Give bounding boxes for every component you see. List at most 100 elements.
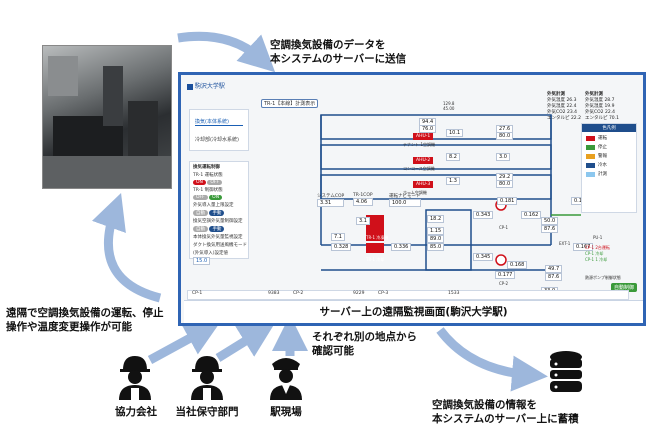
ahu-3-flow: 1.3 [446, 177, 460, 185]
outdoor-temp: 129.8 [443, 101, 455, 106]
pump-value-2: 87.6 [541, 225, 559, 233]
arrow-to-server [177, 31, 276, 73]
cp-status-line: CP-1 2台運転 [585, 245, 610, 250]
chiller-cooling-unit[interactable] [366, 243, 384, 253]
legend-item: 警報 [586, 153, 632, 159]
panel-label: 外気CO2 [585, 110, 604, 115]
manual-button[interactable]: 手動 [209, 210, 225, 216]
panel-label: 外気温度 [547, 98, 565, 103]
ahu-3-button[interactable]: AHU-3 [413, 181, 434, 188]
off-button[interactable]: OFF [193, 195, 208, 200]
tr-value-d: 1.15 [427, 227, 445, 235]
caption-middle-line-1: それぞれ別の地点から [312, 331, 417, 343]
panel-title: 外気計測 [547, 92, 565, 97]
manual-button[interactable]: 手動 [209, 226, 225, 232]
stat-value: 3.31 [317, 199, 345, 207]
station-name: 駒沢大学駅 [194, 83, 225, 90]
cp-status-line: CP-1 冷却 [585, 251, 604, 256]
ahu-2-flow: 8.2 [446, 153, 460, 161]
stat-label: システムCOP [317, 194, 345, 199]
ahu-1-label: テナント-1空調機 [403, 142, 435, 147]
tr-value-e: 89.0 [427, 235, 445, 243]
panel-value: 22.4 [605, 110, 616, 115]
cp1-label: CP-1 [499, 225, 509, 230]
chiller-label: TR-1 冷凍機 [366, 235, 389, 240]
arrow-actor-2 [215, 322, 276, 362]
status-label: CP-3 [378, 291, 389, 296]
caption-bottom-right: 空調換気設備の情報を 本システムのサーバー上に蓄積 [432, 398, 579, 426]
worker-icon [119, 356, 151, 400]
equipment-photo [42, 45, 172, 189]
caption-middle-line-2: 確認可能 [312, 345, 354, 357]
worker-icon [191, 356, 223, 400]
stat-label: 運転ナビモード [389, 194, 421, 199]
on-button[interactable]: ON [209, 195, 223, 200]
pu-label: PU-1 [593, 235, 603, 240]
chiller-unit[interactable] [366, 215, 384, 241]
arrow-actor-1 [147, 321, 221, 364]
auto-button[interactable]: 自動 [193, 226, 208, 232]
caption-left-line-2: 操作や温度変更操作が可能 [6, 321, 132, 333]
actor-label: 協力会社 [115, 406, 157, 418]
ahu-1-button[interactable]: AHU-1 [413, 133, 434, 140]
ahu-2-button[interactable]: AHU-2 [413, 157, 434, 164]
chiller-cooling-label: TR-1 冷却 [366, 257, 385, 262]
tab-tr1[interactable]: TR-1【本線】計測表示 [261, 99, 319, 108]
control-item: 外気導入量上限設定 [193, 203, 234, 208]
ahu-1-value-b: 76.0 [419, 125, 437, 133]
panel-value: 19.9 [604, 104, 615, 109]
pump-icon[interactable] [495, 254, 507, 266]
off-button[interactable]: OFF [207, 180, 223, 185]
caption-left-line-1: 遠隔で空調換気設備の運転、停止 [6, 307, 164, 319]
tr-value-j: 49.7 [545, 265, 563, 273]
legend-swatch [586, 153, 595, 159]
legend-item: 停止 [586, 144, 632, 150]
tr-value-h: 0.168 [507, 261, 528, 269]
cp2-label: CP-2 [499, 281, 509, 286]
legend-swatch [586, 162, 595, 168]
legend-label: 計測 [598, 172, 607, 177]
heat-in-value: 3.1 [356, 217, 370, 225]
caption-left: 遠隔で空調換気設備の運転、停止 操作や温度変更操作が可能 [6, 306, 164, 334]
control-panel: 換気運転制御 TR-1 運転状態 ON OFF TR-1 制御状態 OFF ON… [189, 161, 249, 265]
legend-swatch [586, 171, 595, 177]
setpoint-value[interactable]: 15.0 [193, 257, 211, 265]
caption-middle: それぞれ別の地点から 確認可能 [312, 330, 417, 358]
actor-label: 駅現場 [270, 406, 302, 418]
stat-navi-mode: 運転ナビモード 100.0 [389, 193, 421, 207]
on-button[interactable]: ON [193, 180, 206, 185]
pressure-1: 0.181 [497, 197, 518, 205]
legend-item: 冷水 [586, 162, 632, 168]
stat-value: 100.0 [389, 199, 421, 207]
cp-status-line: CP-1 1 冷却 [585, 257, 608, 262]
footer-note: 熱源ポンプ制御状態 [585, 275, 621, 280]
outdoor-panel-2: 外気計測 外気温度 28.7 外気湿度 19.9 外気CO2 22.4 エンタル… [585, 91, 635, 121]
panel-value: 26.3 [566, 98, 577, 103]
control-item: ダクト換気用送風機モード [193, 243, 247, 248]
tr-value-i: 0.177 [495, 271, 516, 279]
system-option-selected[interactable]: 換気(本体系統) [195, 118, 243, 126]
outdoor-panel-1: 外気計測 外気温度 26.3 外気湿度 22.4 外気CO2 23.4 エンタル… [547, 91, 583, 121]
pressure-2: 0.343 [473, 211, 494, 219]
control-item: 換気空調外気量制御設定 [193, 219, 243, 224]
system-selector: 換気(本体系統) 冷却部(冷却水系統) [189, 109, 249, 151]
heat-out-value: 18.2 [427, 215, 445, 223]
color-legend: 色凡例 運転 停止 警報 冷水 計測 [581, 123, 637, 213]
legend-label: 冷水 [598, 163, 607, 168]
caption-bottom-line-2: 本システムのサーバー上に蓄積 [432, 413, 579, 425]
caption-bottom-line-1: 空調換気設備の情報を [432, 399, 537, 411]
tr-value-c: 0.336 [391, 243, 412, 251]
station-staff-icon [270, 358, 302, 400]
system-option[interactable]: 冷却部(冷却水系統) [195, 137, 239, 143]
ext-label: EXT-1 [559, 241, 571, 246]
panel-label: エンタルピ [585, 116, 608, 121]
tr-value-b: 0.328 [331, 243, 352, 251]
panel-label: 外気CO2 [547, 110, 566, 115]
cp-status: CP-1 2台運転 CP-1 冷却 CP-1 1 冷却 [585, 245, 610, 263]
auto-button[interactable]: 自動 [193, 210, 208, 216]
control-item: TR-1 制御状態 [193, 188, 223, 193]
panel-label: エンタルピ [547, 116, 570, 121]
caption-top: 空調換気設備のデータを 本システムのサーバーに送信 [270, 38, 406, 66]
panel-value: 22.4 [566, 104, 577, 109]
actor-label: 当社保守部門 [175, 406, 239, 418]
